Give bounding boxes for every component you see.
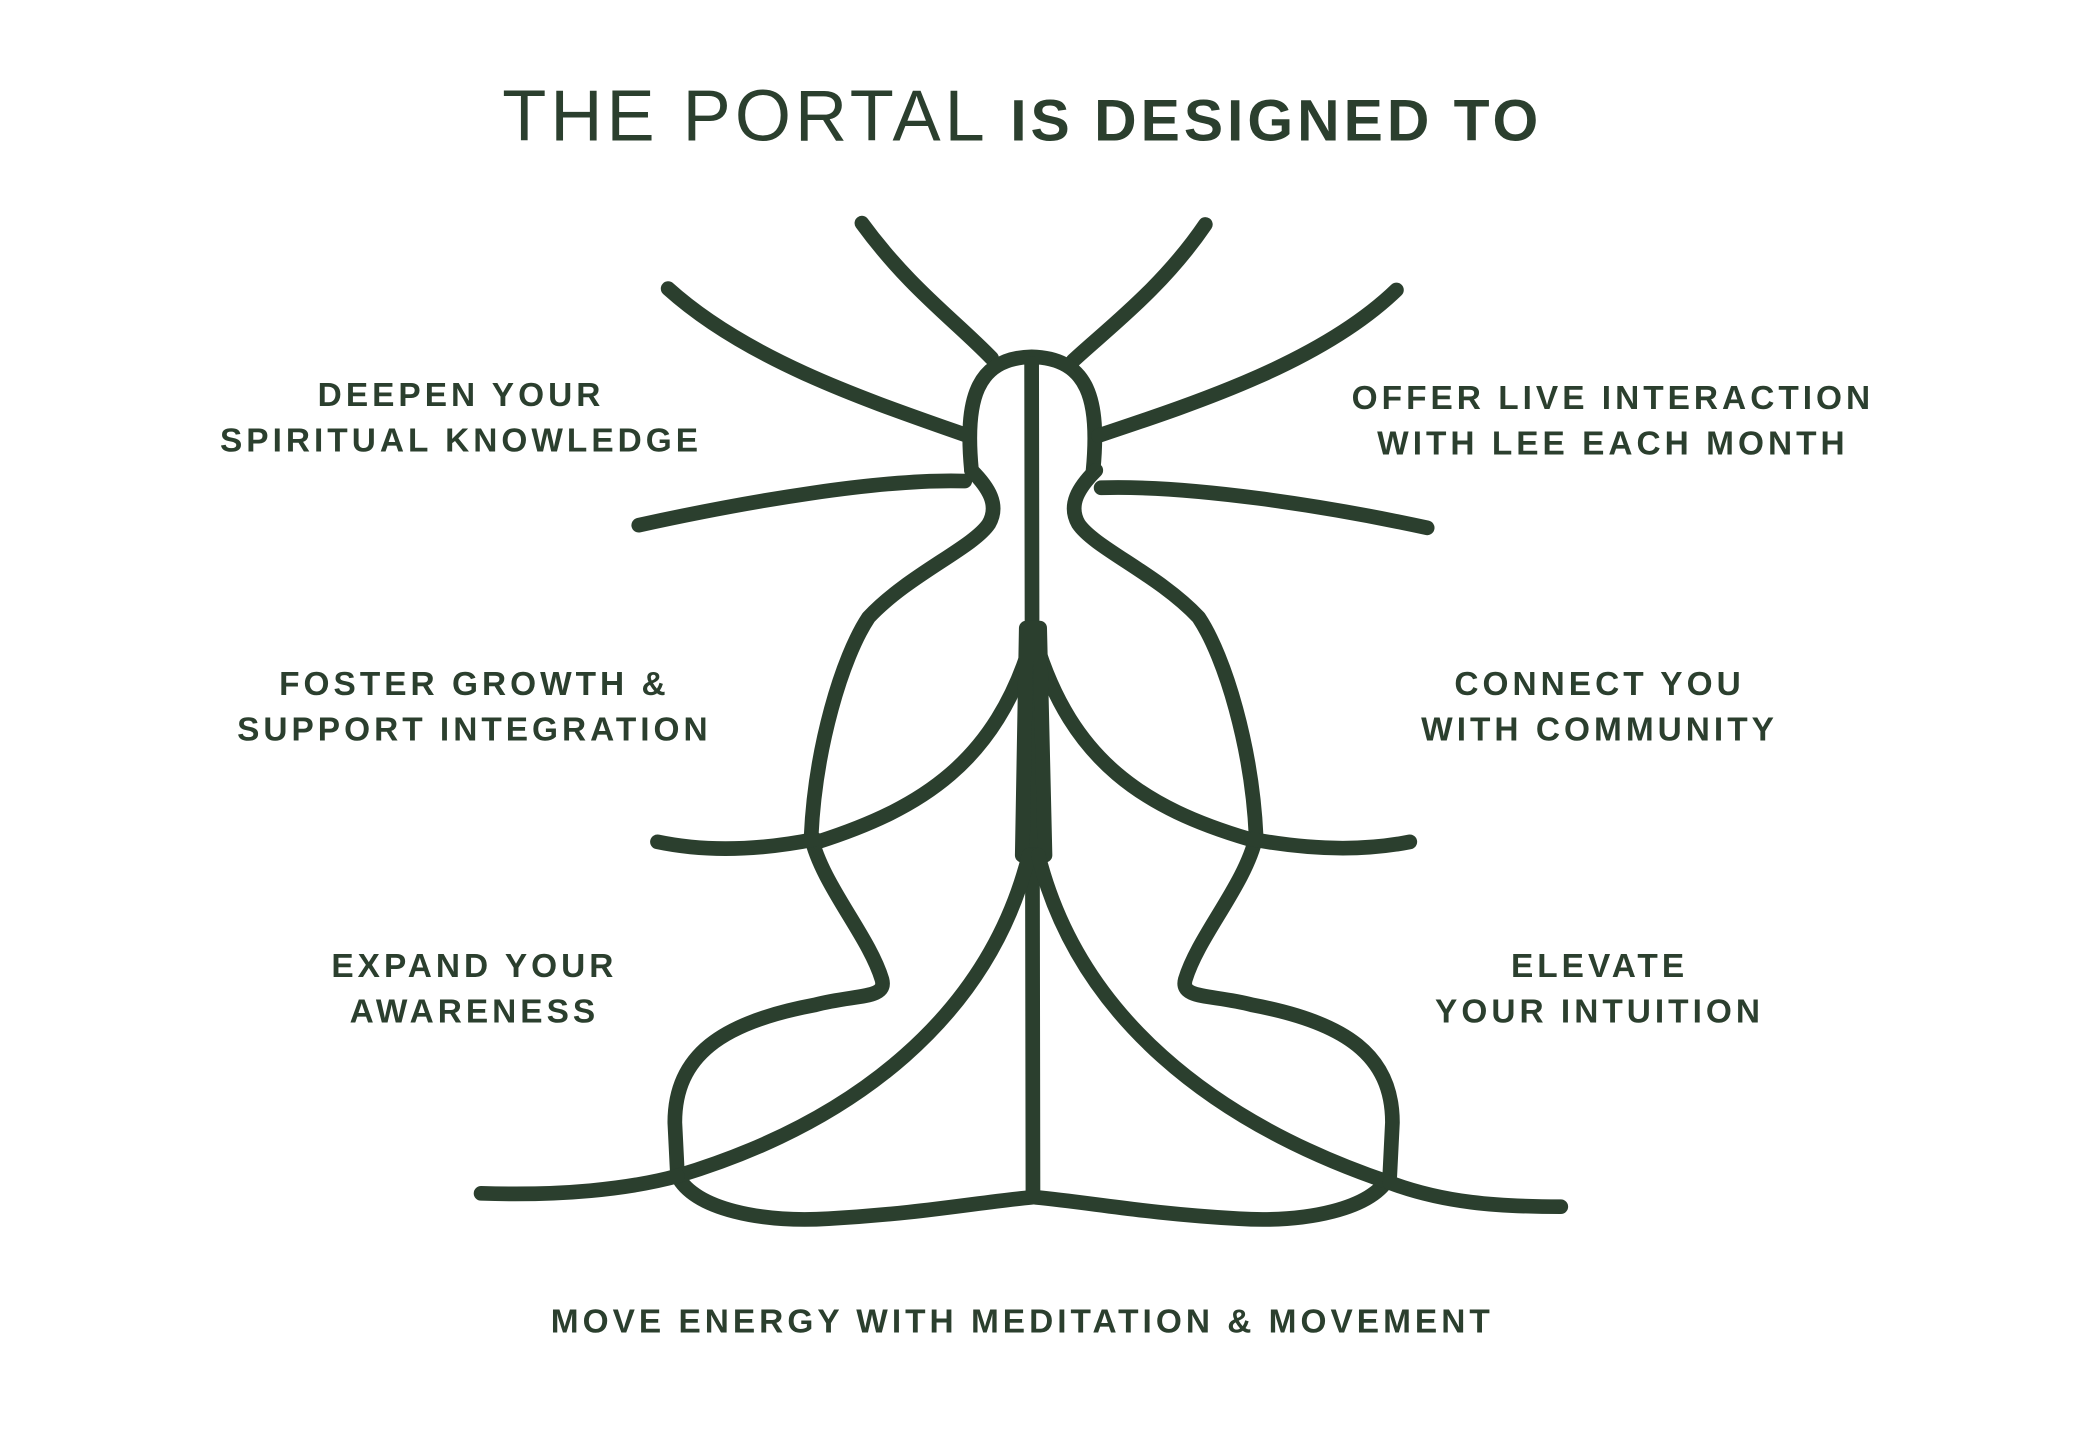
- label-line: ELEVATE: [1510, 947, 1689, 985]
- center-wedge: [1014, 620, 1053, 863]
- label-foster-growth: FOSTER GROWTH & SUPPORT INTEGRATION: [127, 661, 822, 752]
- label-line: WITH LEE EACH MONTH: [1377, 424, 1849, 463]
- label-line: YOUR INTUITION: [1435, 992, 1765, 1031]
- forearm-right: [1030, 847, 1398, 1190]
- label-line: AWARENESS: [349, 992, 600, 1031]
- label-line: SUPPORT INTEGRATION: [237, 710, 712, 749]
- label-line: DEEPEN YOUR: [317, 376, 605, 415]
- label-line: WITH COMMUNITY: [1421, 710, 1778, 749]
- label-expand-awareness: EXPAND YOUR AWARENESS: [127, 943, 822, 1034]
- forearm-left: [670, 847, 1037, 1184]
- energy-line-knee-left: [650, 831, 823, 857]
- body-right: [1028, 463, 1400, 1227]
- ground-line-left: [473, 1168, 685, 1202]
- label-connect-community: CONNECT YOU WITH COMMUNITY: [1252, 661, 1947, 752]
- label-line: FOSTER GROWTH &: [279, 665, 670, 703]
- label-live-interaction: OFFER LIVE INTERACTION WITH LEE EACH MON…: [1265, 376, 1960, 467]
- label-move-energy: MOVE ENERGY WITH MEDITATION & MOVEMENT: [550, 1302, 1494, 1341]
- title-bold: IS DESIGNED TO: [1010, 88, 1543, 154]
- body-left: [667, 463, 1039, 1227]
- label-elevate-intuition: ELEVATE YOUR INTUITION: [1252, 943, 1947, 1034]
- page-title: THE PORTAL IS DESIGNED TO: [0, 75, 2045, 158]
- label-line: OFFER LIVE INTERACTION: [1351, 379, 1875, 417]
- label-line: EXPAND YOUR: [331, 947, 618, 985]
- label-line: SPIRITUAL KNOWLEDGE: [220, 422, 703, 460]
- energy-line-upper-left: [660, 281, 975, 443]
- title-light: THE PORTAL: [502, 76, 987, 157]
- hand-right: [1028, 634, 1257, 847]
- energy-line-knee-right: [1244, 831, 1418, 856]
- energy-line-mid-left: [631, 473, 973, 533]
- energy-line-upper-right: [1091, 282, 1404, 443]
- label-line: CONNECT YOU: [1454, 665, 1745, 703]
- ground-line-right: [1382, 1175, 1569, 1215]
- label-deepen-knowledge: DEEPEN YOUR SPIRITUAL KNOWLEDGE: [114, 373, 809, 464]
- energy-line-mid-right: [1093, 480, 1435, 536]
- energy-line-top-right: [1065, 217, 1213, 369]
- hand-left: [810, 634, 1039, 850]
- energy-line-top-left: [854, 215, 999, 366]
